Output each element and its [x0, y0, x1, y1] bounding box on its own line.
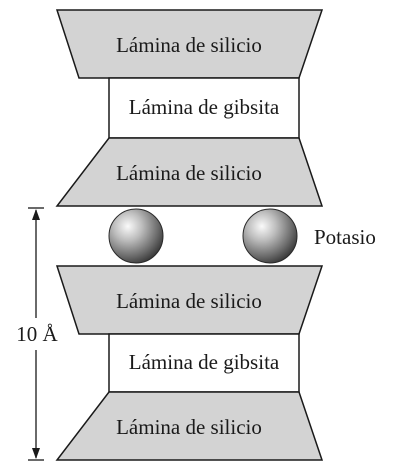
silica-sheet-bottom-1	[55, 137, 324, 207]
layer-label-5: Lámina de gibsita	[129, 350, 280, 374]
dimension-arrow-up-icon	[32, 209, 40, 220]
dimension-label: 10 Å	[16, 322, 58, 346]
layer-label-1: Lámina de silicio	[116, 33, 262, 57]
dimension-marker	[28, 207, 44, 461]
layer-label-3: Lámina de silicio	[116, 161, 262, 185]
layer-label-4: Lámina de silicio	[116, 289, 262, 313]
silica-sheet-bottom-2	[55, 391, 324, 461]
dimension-label-bg	[10, 320, 66, 348]
layer-label-6: Lámina de silicio	[116, 415, 262, 439]
potassium-ion-left	[108, 208, 164, 264]
layer-label-2: Lámina de gibsita	[129, 95, 280, 119]
gibbsite-sheet-1	[108, 77, 300, 139]
dimension-arrow-down-icon	[32, 448, 40, 459]
potassium-label: Potasio	[314, 225, 376, 249]
potassium-ion-right	[242, 208, 298, 264]
